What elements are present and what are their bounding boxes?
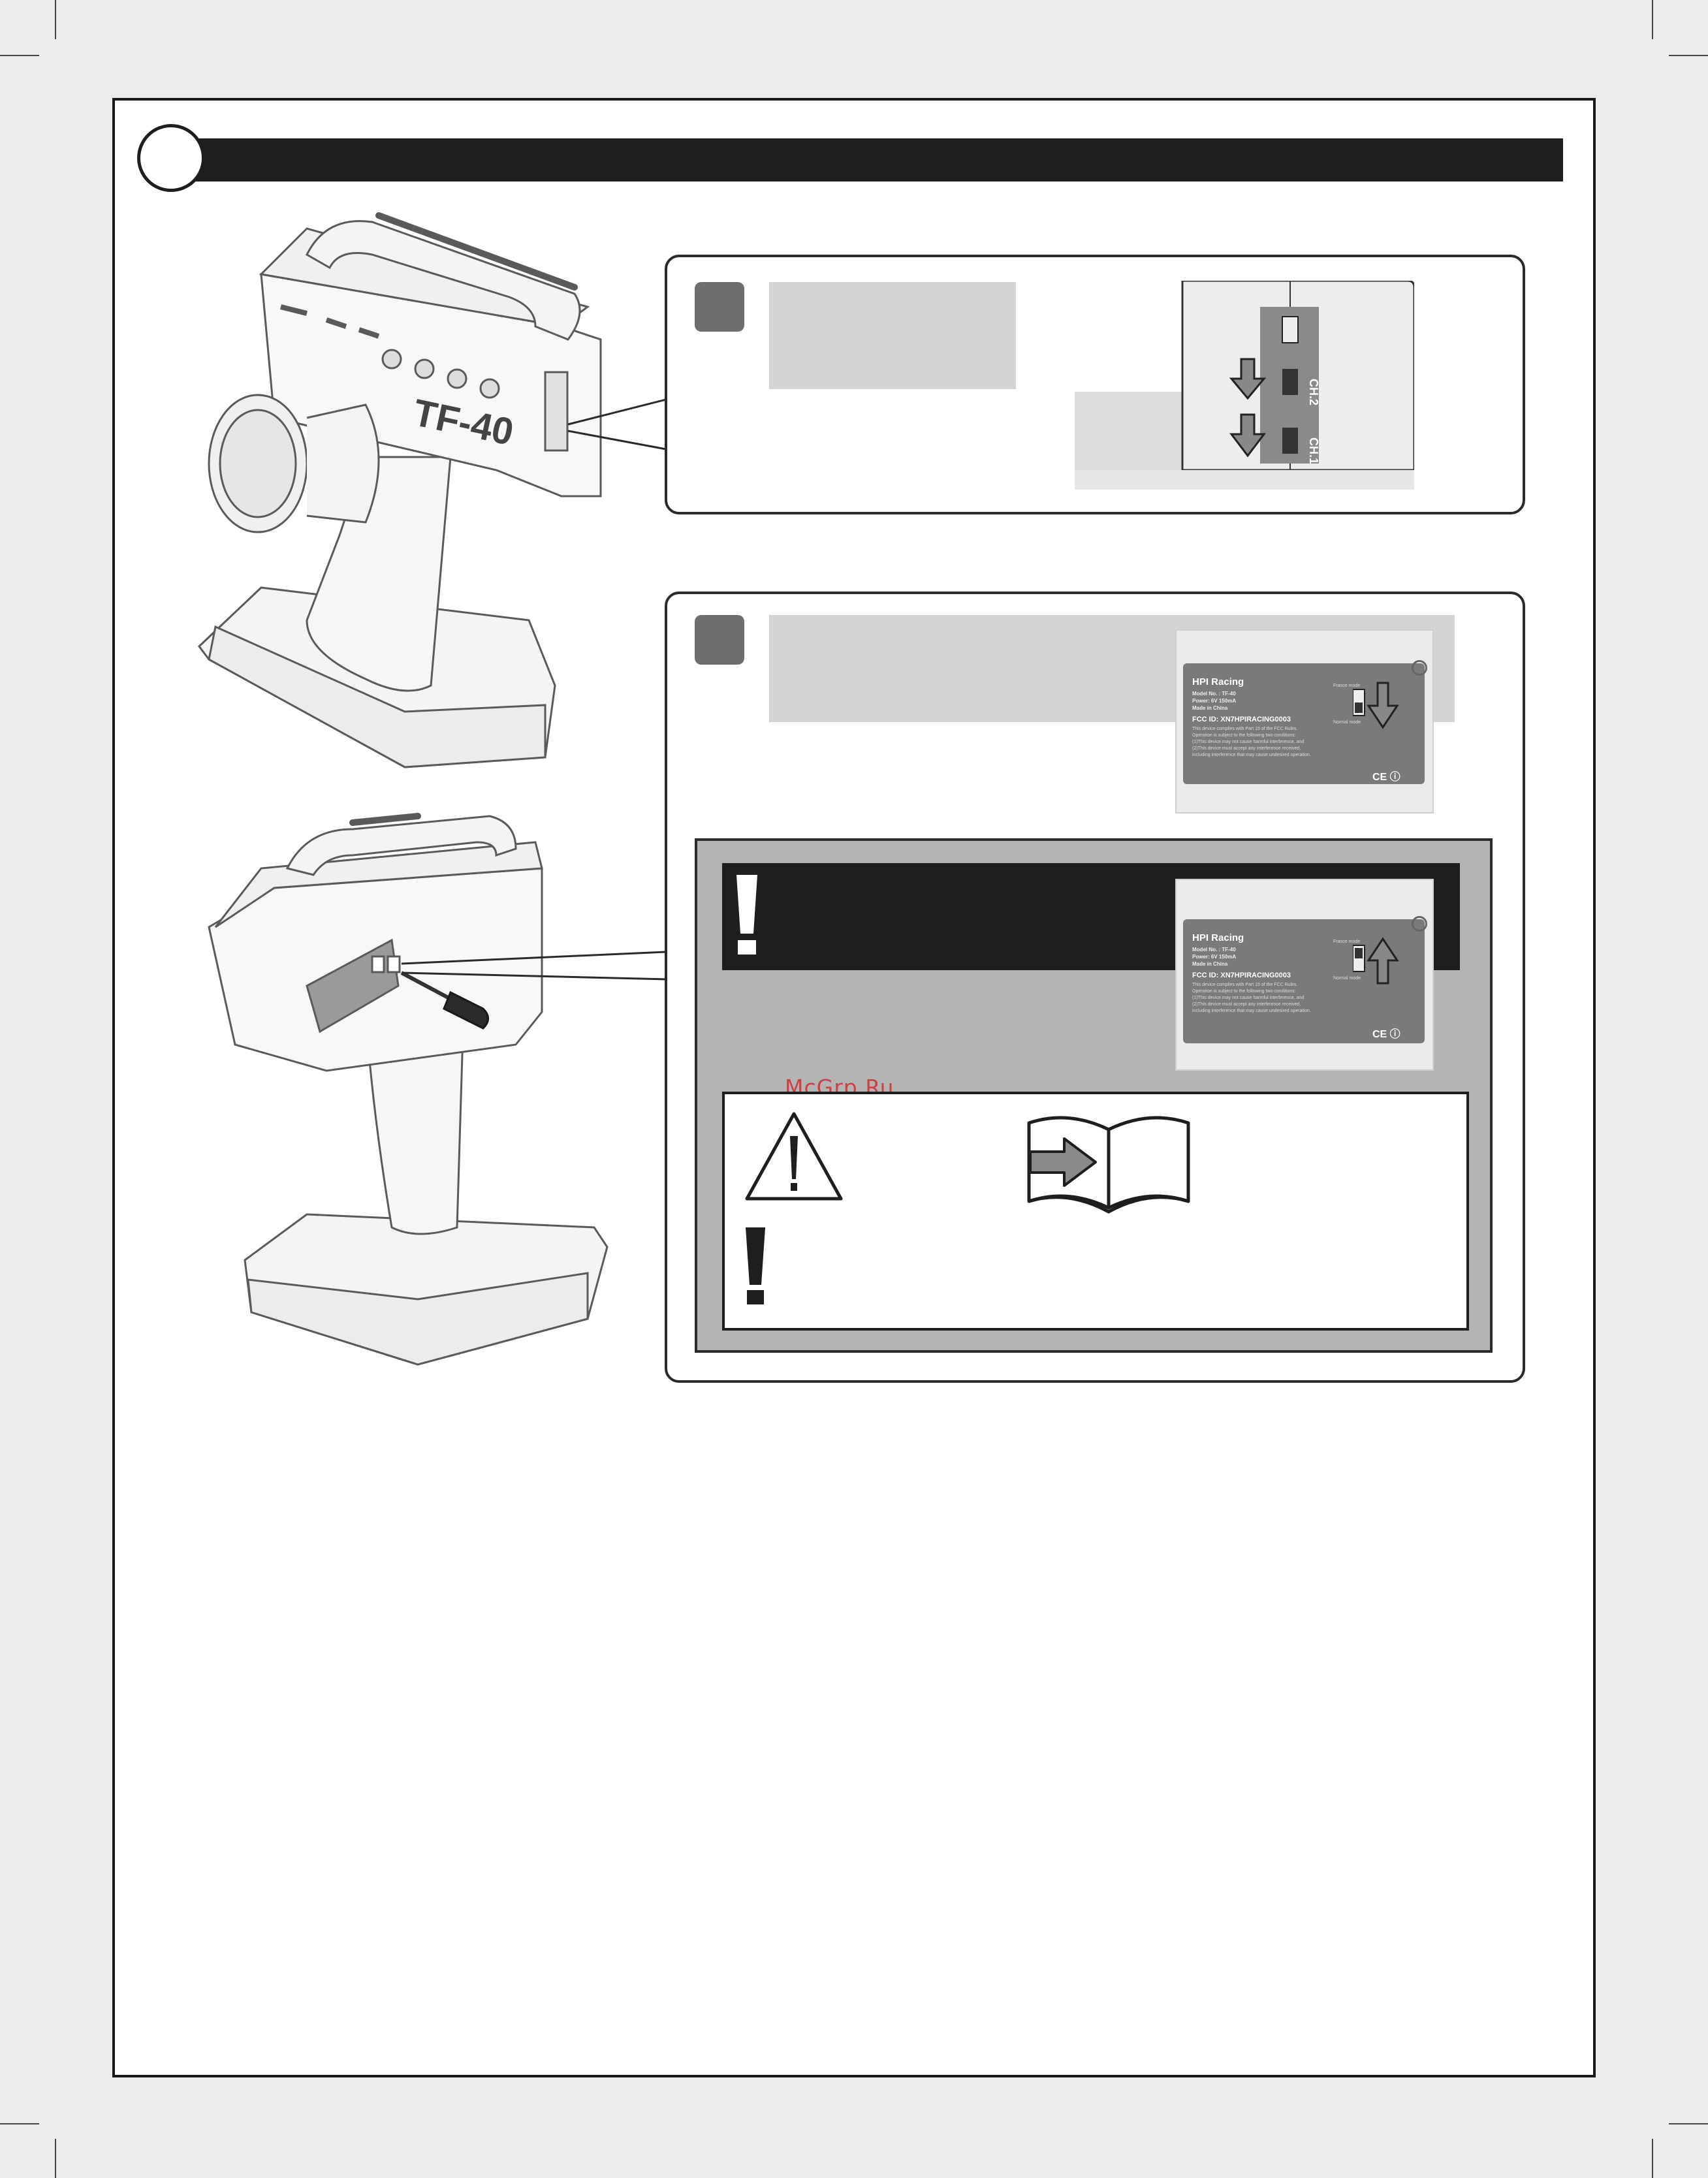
label-compliance-5: including interference that may cause un… bbox=[1192, 1009, 1311, 1013]
step-number-circle bbox=[137, 124, 205, 192]
label-fcc-id: FCC ID: XN7HPIRACING0003 bbox=[1192, 971, 1291, 979]
crop-mark bbox=[55, 2139, 56, 2178]
label-power: Power: 6V 150mA bbox=[1192, 698, 1237, 704]
screw-hole bbox=[1412, 916, 1427, 932]
label-image-normal-mode: HPI Racing Model No. : TF-40 Power: 6V 1… bbox=[1175, 879, 1434, 1071]
label-switch-top: France mode bbox=[1333, 684, 1361, 688]
channel-label-1: CH.1 bbox=[1307, 437, 1320, 464]
crop-mark bbox=[1652, 2139, 1653, 2178]
transmitter-front-illustration bbox=[197, 212, 602, 768]
switch-up-indicator bbox=[1353, 937, 1399, 985]
label-compliance-3: (1)This device may not cause harmful int… bbox=[1192, 996, 1305, 1000]
crop-mark bbox=[55, 0, 56, 39]
step-a-text-area bbox=[769, 282, 1016, 389]
label-compliance-1: This device complies with Part 15 of the… bbox=[1192, 983, 1298, 987]
label-origin: Made in China bbox=[1192, 705, 1228, 711]
arrow-down-icon bbox=[1229, 358, 1267, 400]
transmitter-rear-illustration bbox=[208, 813, 609, 1366]
label-compliance-1: This device complies with Part 15 of the… bbox=[1192, 727, 1298, 731]
label-ce-mark: CE ⓘ bbox=[1372, 1029, 1400, 1040]
crop-mark bbox=[1669, 55, 1708, 56]
label-brand: HPI Racing bbox=[1192, 932, 1244, 943]
arrow-right-icon bbox=[1029, 1137, 1097, 1187]
callout-lines bbox=[401, 398, 667, 981]
label-switch-bottom: Normal mode bbox=[1333, 976, 1361, 981]
label-compliance-5: including interference that may cause un… bbox=[1192, 753, 1311, 757]
exclamation-icon bbox=[746, 1227, 765, 1304]
label-switch-top: France mode bbox=[1333, 939, 1361, 944]
label-model: Model No. : TF-40 bbox=[1192, 947, 1236, 953]
crop-mark bbox=[1669, 2123, 1708, 2124]
section-header-bar bbox=[189, 138, 1563, 182]
step-a-marker bbox=[695, 282, 744, 332]
label-model: Model No. : TF-40 bbox=[1192, 691, 1236, 697]
label-fcc-id: FCC ID: XN7HPIRACING0003 bbox=[1192, 716, 1291, 723]
label-compliance-4: (2)This device must accept any interfere… bbox=[1192, 746, 1301, 751]
label-power: Power: 6V 150mA bbox=[1192, 954, 1237, 960]
crop-mark bbox=[0, 2123, 39, 2124]
label-compliance-3: (1)This device may not cause harmful int… bbox=[1192, 740, 1305, 744]
exclamation-icon bbox=[736, 875, 757, 955]
label-image-france-mode: HPI Racing Model No. : TF-40 Power: 6V 1… bbox=[1175, 629, 1434, 813]
label-compliance-2: Operation is subject to the following tw… bbox=[1192, 733, 1296, 738]
label-origin: Made in China bbox=[1192, 961, 1228, 967]
channel-label-2: CH.2 bbox=[1307, 379, 1320, 405]
label-switch-bottom: Normal mode bbox=[1333, 720, 1361, 725]
arrow-down-icon bbox=[1229, 413, 1267, 458]
screw-hole bbox=[1412, 660, 1427, 676]
arrow-down-icon bbox=[1367, 682, 1399, 729]
label-compliance-4: (2)This device must accept any interfere… bbox=[1192, 1002, 1301, 1007]
arrow-up-icon bbox=[1367, 937, 1399, 985]
crop-mark bbox=[0, 55, 39, 56]
channel-switch-closeup: CH.2 CH.1 bbox=[1075, 281, 1414, 490]
crop-mark bbox=[1652, 0, 1653, 39]
warning-triangle-icon bbox=[745, 1112, 843, 1201]
label-brand: HPI Racing bbox=[1192, 676, 1244, 687]
switch-down-indicator bbox=[1353, 682, 1399, 729]
label-compliance-2: Operation is subject to the following tw… bbox=[1192, 989, 1296, 994]
label-ce-mark: CE ⓘ bbox=[1372, 772, 1400, 783]
step-b-marker bbox=[695, 615, 744, 665]
manual-book-icon bbox=[1027, 1116, 1190, 1214]
